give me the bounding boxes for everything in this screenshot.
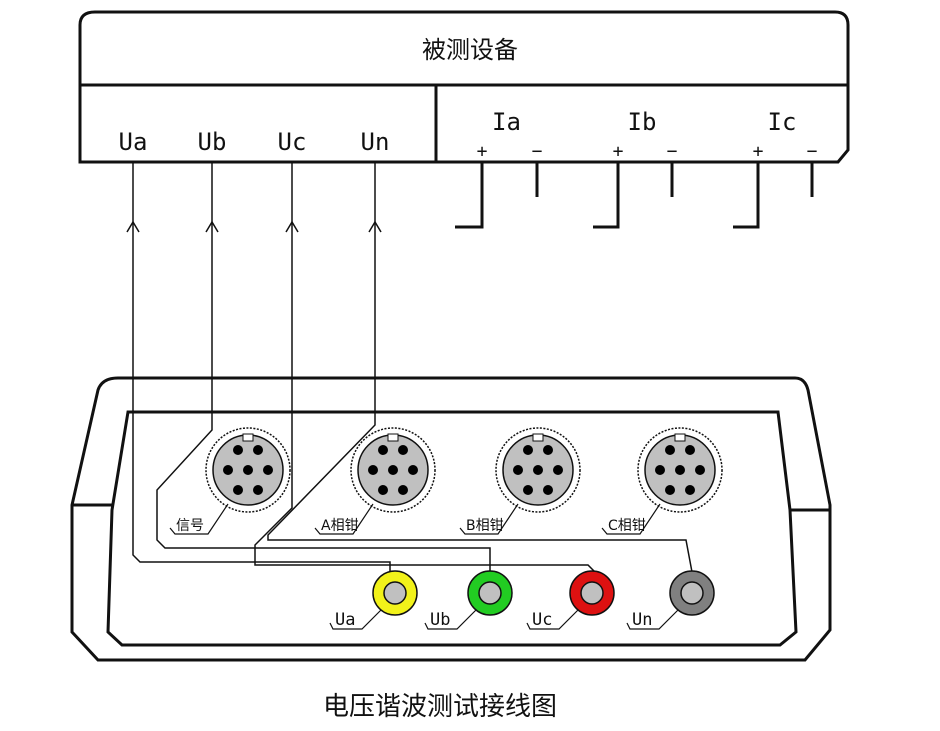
pin — [388, 465, 398, 475]
device-under-test-box — [78, 10, 850, 164]
pin — [685, 445, 695, 455]
pin — [398, 445, 408, 455]
terminal-label: Uc — [532, 610, 552, 630]
pin — [523, 445, 533, 455]
minus-sign: − — [667, 141, 678, 162]
current-terminal-label: Ic — [768, 108, 797, 136]
pin — [233, 445, 243, 455]
plus-sign: + — [477, 141, 488, 162]
terminal-label: Ub — [430, 610, 450, 630]
pin — [378, 445, 388, 455]
voltage-terminal-label: Un — [361, 128, 390, 156]
socket-0[interactable]: 信号 — [169, 427, 291, 535]
socket-1[interactable]: A相钳 — [314, 427, 436, 535]
terminal-label: Ua — [335, 610, 355, 630]
terminal-label: Un — [632, 610, 652, 630]
current-terminal-label: Ia — [492, 108, 521, 136]
pin — [378, 485, 388, 495]
pin — [223, 465, 233, 475]
pin — [533, 465, 543, 475]
pin — [675, 465, 685, 475]
voltage-terminal-label: Uc — [278, 128, 307, 156]
pin — [263, 465, 273, 475]
pin — [253, 445, 263, 455]
pin — [408, 465, 418, 475]
terminal-ua[interactable]: Ua — [329, 570, 418, 630]
pin — [665, 485, 675, 495]
pin — [685, 485, 695, 495]
socket-label: B相钳 — [466, 518, 504, 534]
socket-label: A相钳 — [321, 518, 359, 534]
pin — [398, 485, 408, 495]
pin — [655, 465, 665, 475]
socket-2[interactable]: B相钳 — [459, 427, 581, 535]
pin — [233, 485, 243, 495]
terminal-ub[interactable]: Ub — [424, 570, 513, 630]
minus-sign: − — [532, 141, 543, 162]
pin — [665, 445, 675, 455]
current-leads — [455, 162, 814, 229]
device-title: 被测设备 — [422, 36, 518, 64]
pin — [553, 465, 563, 475]
socket-label: C相钳 — [608, 518, 646, 534]
minus-sign: − — [807, 141, 818, 162]
voltage-terminal-label: Ub — [198, 128, 227, 156]
voltage-terminal-label: Ua — [119, 128, 148, 156]
socket-label: 信号 — [176, 518, 204, 534]
pin — [695, 465, 705, 475]
diagram-caption: 电压谐波测试接线图 — [323, 692, 557, 722]
terminal-uc[interactable]: Uc — [526, 570, 615, 630]
plus-sign: + — [753, 141, 764, 162]
terminal-un[interactable]: Un — [626, 570, 715, 630]
pin — [523, 485, 533, 495]
socket-3[interactable]: C相钳 — [601, 427, 723, 535]
pin — [368, 465, 378, 475]
pin — [253, 485, 263, 495]
voltage-wires — [126, 162, 693, 573]
pin — [543, 485, 553, 495]
current-terminal-label: Ib — [628, 108, 657, 136]
instrument-body — [70, 376, 832, 662]
plus-sign: + — [613, 141, 624, 162]
pin — [243, 465, 253, 475]
pin — [543, 445, 553, 455]
pin — [513, 465, 523, 475]
